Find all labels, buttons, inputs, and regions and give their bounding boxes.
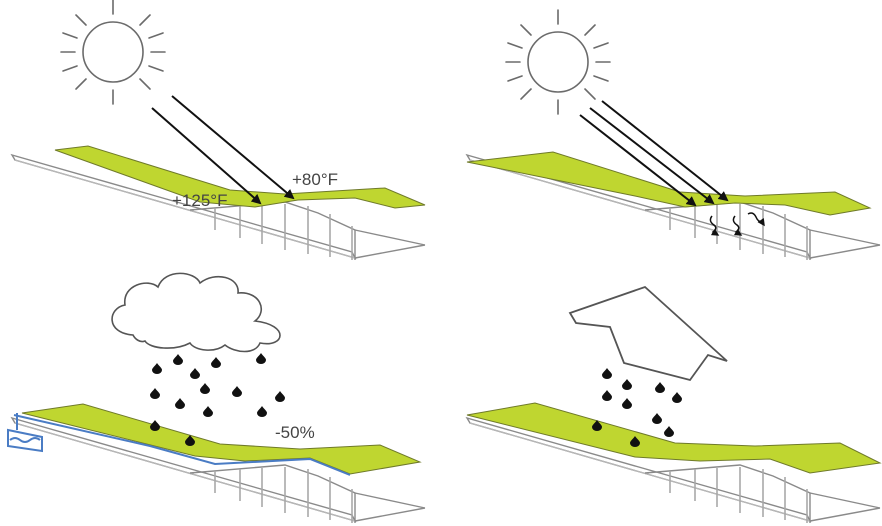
sun-icon bbox=[60, 0, 166, 105]
solar-ray-arrow bbox=[601, 100, 729, 202]
solar-ray-arrow bbox=[589, 107, 715, 205]
green-temp-label: +80°F bbox=[292, 170, 338, 189]
green-roof bbox=[466, 151, 872, 216]
cloud-icon bbox=[111, 272, 281, 353]
solar-ray-arrow bbox=[151, 107, 262, 205]
green-roof bbox=[54, 145, 426, 209]
heat-wave-icon bbox=[709, 215, 720, 236]
roof-temp-label: +125°F bbox=[172, 191, 227, 210]
up-arrow-icon bbox=[568, 285, 728, 382]
runoff-reduction-label: -50% bbox=[275, 423, 315, 442]
green-roof bbox=[466, 402, 882, 474]
panel-stormwater: -50% bbox=[7, 272, 426, 524]
heat-wave-icon bbox=[747, 212, 765, 227]
water-tank-icon bbox=[7, 413, 43, 453]
panel-heat-absorption bbox=[466, 9, 881, 261]
panel-evapotranspiration bbox=[466, 285, 882, 524]
drainage-pipe bbox=[13, 414, 351, 476]
green-roof bbox=[21, 403, 422, 475]
solar-ray-arrow bbox=[171, 95, 295, 200]
sun-icon bbox=[505, 9, 611, 115]
heat-wave-icon bbox=[732, 215, 743, 236]
solar-ray-arrow bbox=[579, 114, 697, 207]
panel-heat-reflection: +125°F +80°F bbox=[11, 0, 426, 261]
